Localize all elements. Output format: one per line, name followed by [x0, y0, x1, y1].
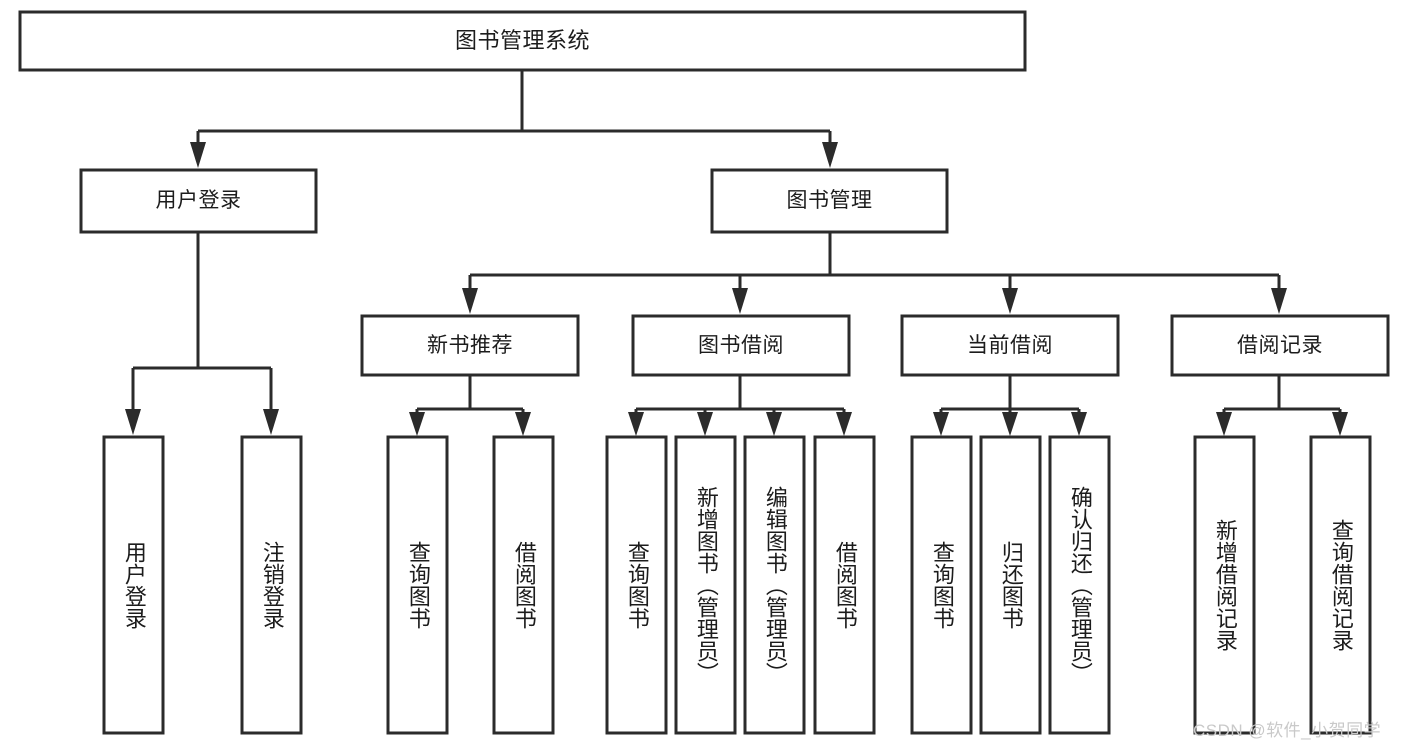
node-box-leaf-confirm-return[interactable] [1048, 435, 1111, 735]
node-box-book-borrow[interactable] [631, 314, 851, 377]
connector-group-book-management [462, 232, 1287, 314]
arrow-head-leaf-query-book-1 [409, 412, 425, 436]
arrow-head-leaf-borrow-book-1 [515, 412, 531, 436]
connector-group-book-borrow [628, 375, 852, 436]
node-box-new-book-recommend[interactable] [360, 314, 580, 377]
connector-group-root [190, 70, 838, 168]
node-box-title[interactable] [18, 10, 1027, 72]
arrow-head-leaf-edit-book [766, 412, 782, 436]
arrow-head-leaf-user-login [125, 409, 141, 435]
arrow-head-leaf-query-book-2 [628, 412, 644, 436]
node-box-leaf-query-book-1[interactable] [386, 435, 449, 735]
connector-group-borrow-record [1216, 375, 1348, 436]
node-box-user-login[interactable] [79, 168, 318, 234]
connector-group-user-login [125, 232, 279, 435]
node-box-leaf-query-book-3[interactable] [910, 435, 973, 735]
node-box-leaf-edit-book[interactable] [743, 435, 806, 735]
arrow-head-leaf-add-record [1216, 412, 1232, 436]
node-box-leaf-user-login[interactable] [102, 435, 165, 735]
arrow-head-leaf-return-book [1002, 412, 1018, 436]
node-box-leaf-return-book[interactable] [979, 435, 1042, 735]
arrow-head-leaf-borrow-book-2 [836, 412, 852, 436]
node-box-leaf-borrow-book-1[interactable] [492, 435, 555, 735]
arrow-head-leaf-logout-login [263, 409, 279, 435]
node-box-leaf-add-record[interactable] [1193, 435, 1256, 735]
arrow-head-leaf-query-record [1332, 412, 1348, 436]
node-box-leaf-borrow-book-2[interactable] [813, 435, 876, 735]
arrow-head-book-management [822, 142, 838, 168]
connector-group-current-borrow [933, 375, 1087, 436]
arrow-head-leaf-add-book [697, 412, 713, 436]
node-box-leaf-query-book-2[interactable] [605, 435, 668, 735]
connector-group-new-book-recommend [409, 375, 531, 436]
arrow-head-book-borrow [732, 288, 748, 314]
node-box-leaf-logout-login[interactable] [240, 435, 303, 735]
arrow-head-borrow-record [1271, 288, 1287, 314]
node-box-borrow-record[interactable] [1170, 314, 1390, 377]
arrow-head-leaf-query-book-3 [933, 412, 949, 436]
node-box-leaf-query-record[interactable] [1309, 435, 1372, 735]
arrow-head-current-borrow [1002, 288, 1018, 314]
arrow-head-new-book-recommend [462, 288, 478, 314]
arrow-head-user-login [190, 142, 206, 168]
node-box-book-management[interactable] [710, 168, 949, 234]
node-box-current-borrow[interactable] [900, 314, 1120, 377]
arrow-head-leaf-confirm-return [1071, 412, 1087, 436]
node-box-leaf-add-book[interactable] [674, 435, 737, 735]
